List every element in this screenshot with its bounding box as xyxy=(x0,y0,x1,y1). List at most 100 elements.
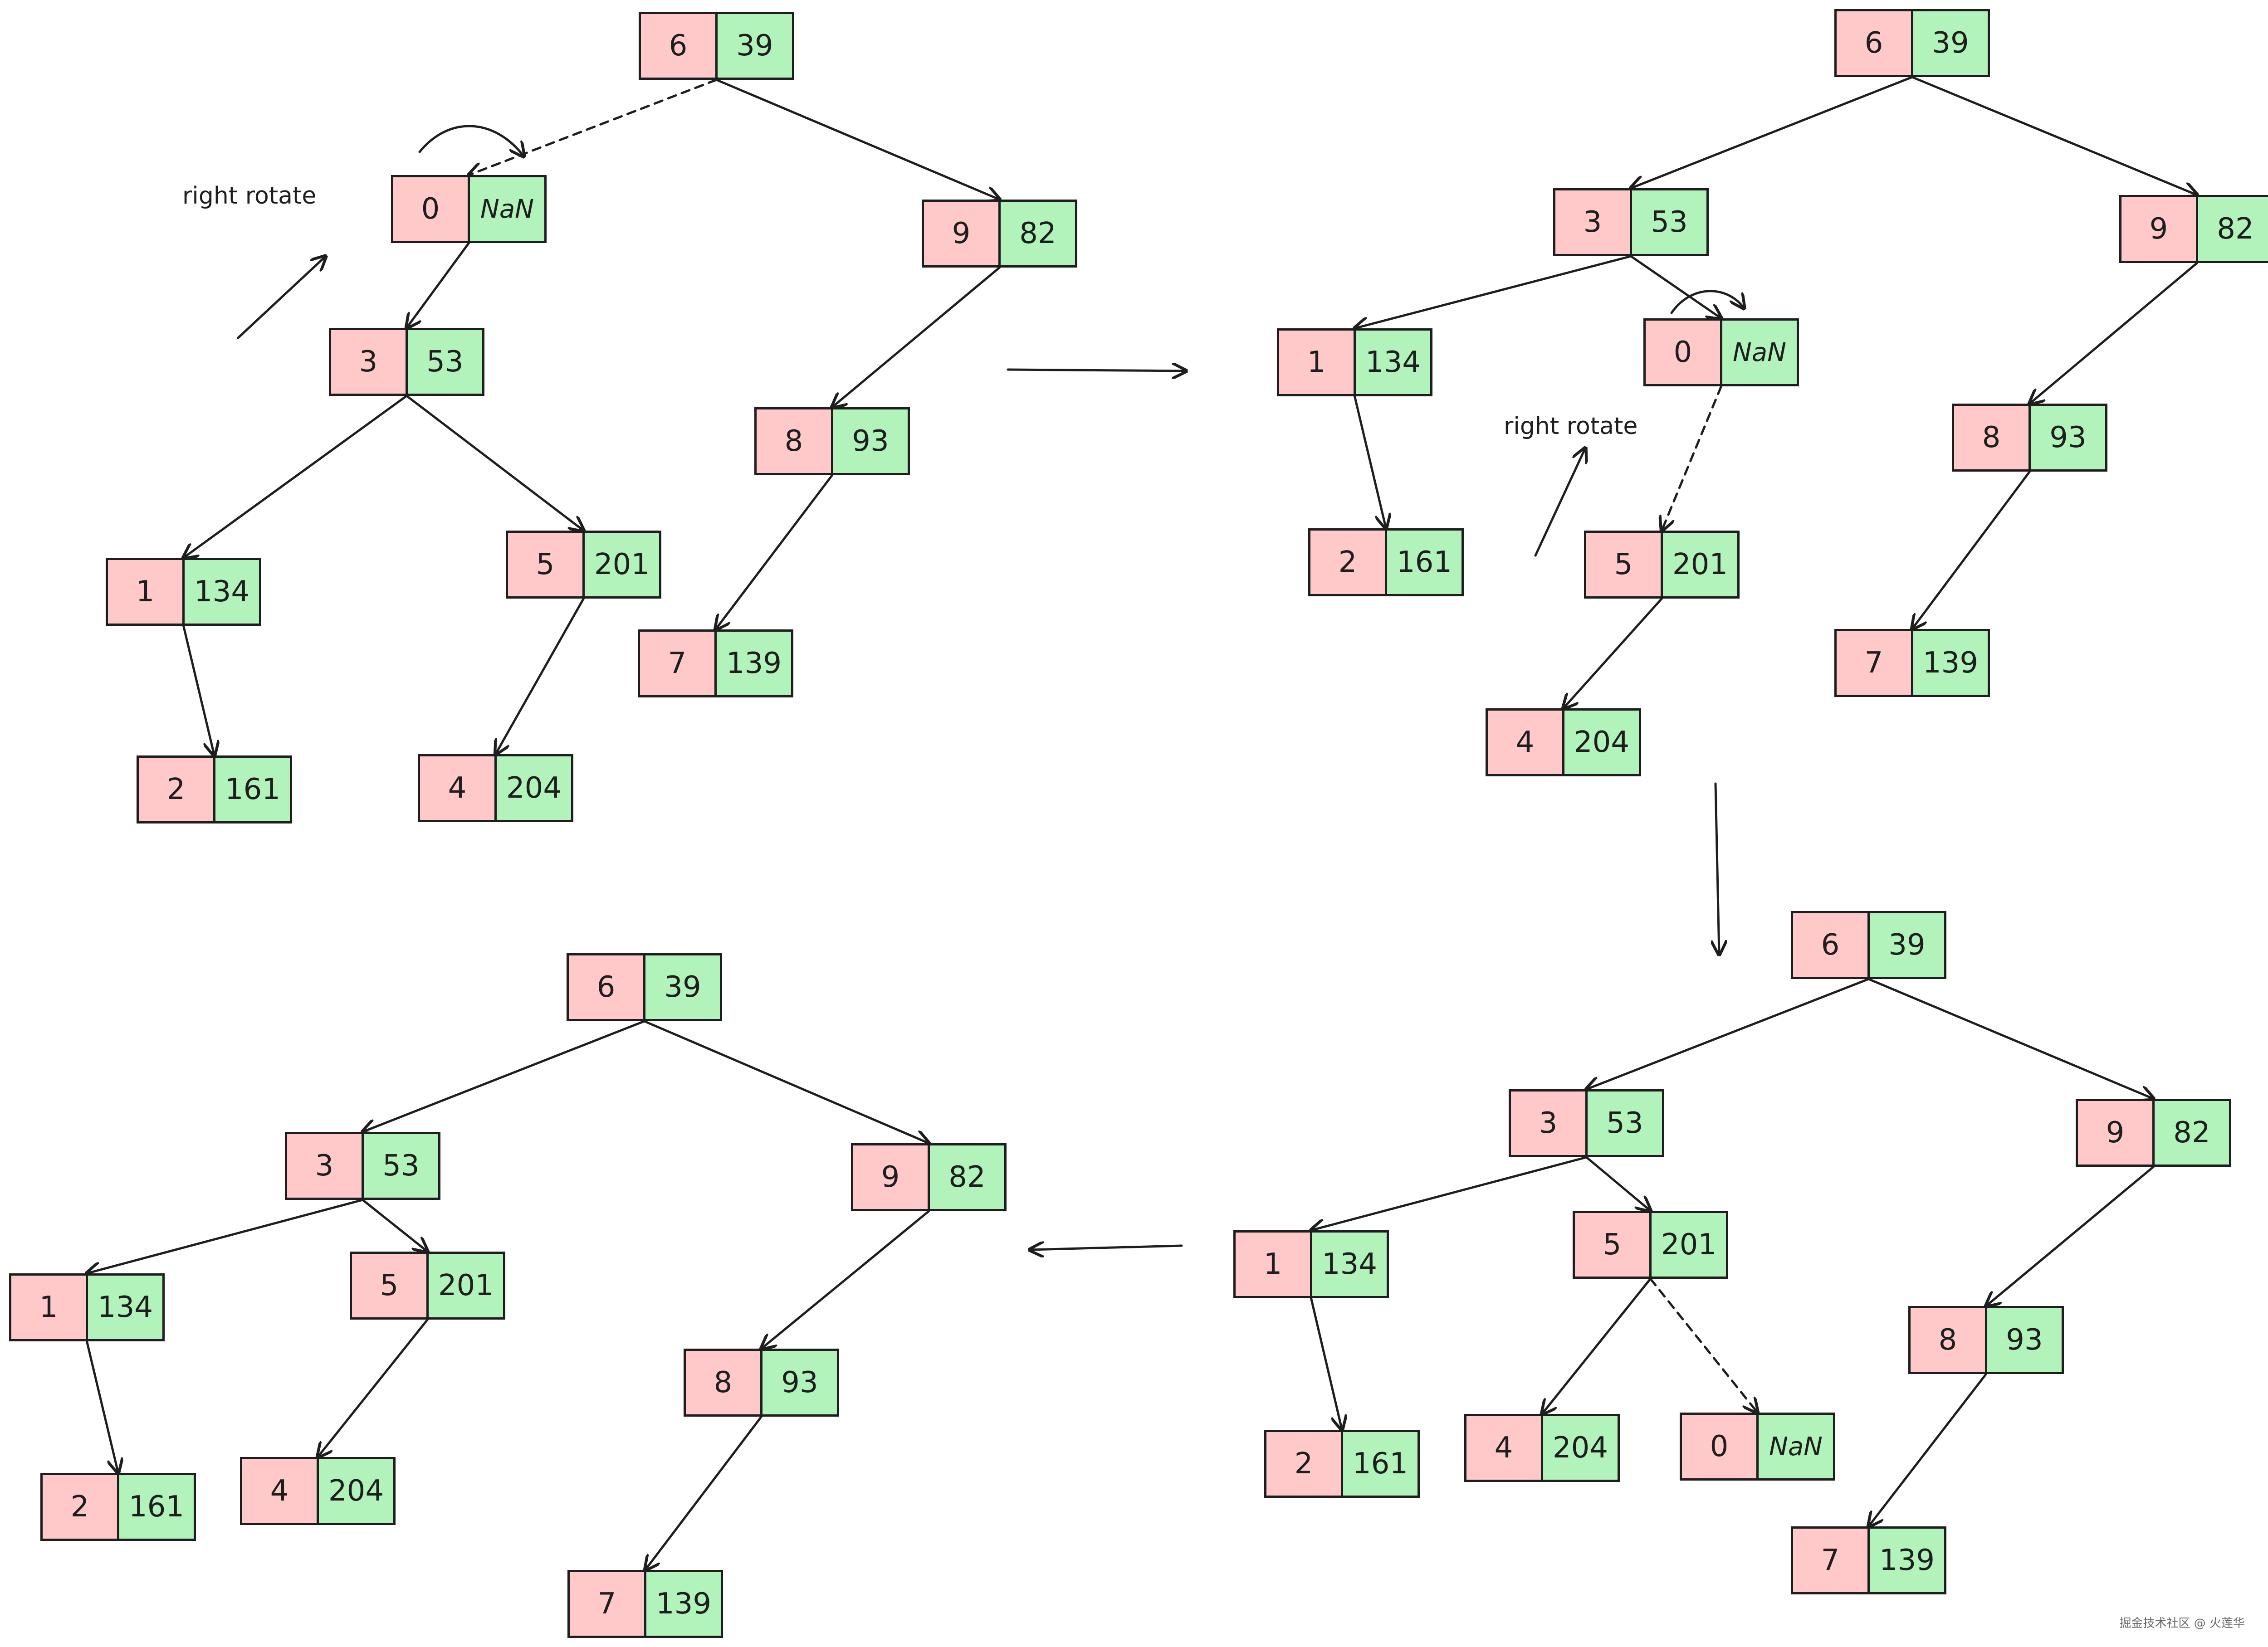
node-value: 82 xyxy=(2152,1099,2231,1167)
node-value: NaN xyxy=(468,175,547,243)
node-value: 204 xyxy=(317,1457,396,1525)
tree-edge xyxy=(469,78,718,175)
rotate-label-2: right rotate xyxy=(1504,413,1638,440)
tree-edge xyxy=(318,1318,429,1457)
node-key: 8 xyxy=(754,407,833,475)
node-value: 39 xyxy=(1911,9,1990,77)
node-value: 53 xyxy=(1630,188,1709,256)
tree-edge xyxy=(716,474,833,629)
node-key: 0 xyxy=(1680,1413,1759,1481)
node-key: 3 xyxy=(285,1132,364,1200)
node-key: 9 xyxy=(2119,195,2198,263)
tree-edge xyxy=(86,1340,118,1473)
node-value: 39 xyxy=(715,12,794,80)
node-key: 1 xyxy=(9,1273,88,1341)
node-key: 5 xyxy=(350,1252,429,1320)
node-value: 161 xyxy=(117,1473,196,1541)
tree-edge xyxy=(1630,255,1721,318)
node-value: 201 xyxy=(582,531,661,599)
node-value: NaN xyxy=(1720,318,1799,386)
rotation-curve-arrow xyxy=(1670,290,1744,314)
node-key: 9 xyxy=(922,200,1001,268)
rotate-indicator-arrow xyxy=(237,256,326,339)
transition-arrow xyxy=(1030,1246,1183,1250)
tree-edge xyxy=(1354,395,1386,528)
transition-arrow xyxy=(1007,370,1186,371)
node-key: 2 xyxy=(1264,1430,1343,1498)
node-key: 9 xyxy=(2076,1099,2155,1167)
rotate-indicator-arrow xyxy=(1534,448,1585,557)
tree-edge xyxy=(1986,1165,2155,1306)
node-key: 5 xyxy=(1584,531,1663,599)
tree-edge xyxy=(1912,470,2031,629)
node-key: 3 xyxy=(329,328,408,396)
node-value: 161 xyxy=(213,755,292,824)
node-value: 82 xyxy=(2196,195,2268,263)
tree-edge xyxy=(362,1199,428,1252)
tree-edge xyxy=(1662,385,1722,531)
node-value: 201 xyxy=(1649,1211,1728,1279)
node-key: 4 xyxy=(240,1457,319,1525)
node-key: 0 xyxy=(391,175,470,243)
node-key: 9 xyxy=(851,1143,930,1211)
tree-edge xyxy=(496,597,585,754)
node-value: 161 xyxy=(1341,1430,1420,1498)
node-value: NaN xyxy=(1756,1413,1835,1481)
node-value: 53 xyxy=(362,1132,440,1200)
node-value: 134 xyxy=(1354,328,1432,396)
node-value: 93 xyxy=(1985,1306,2064,1374)
node-value: 134 xyxy=(182,558,261,626)
tree-edge xyxy=(407,242,470,328)
tree-edge xyxy=(645,1415,763,1570)
node-value: 204 xyxy=(494,754,573,822)
tree-edge xyxy=(2030,262,2198,404)
tree-edge xyxy=(643,1020,929,1143)
node-key: 4 xyxy=(1486,708,1564,776)
node-value: 204 xyxy=(1562,708,1641,776)
tree-edge xyxy=(1542,1277,1652,1414)
tree-edge xyxy=(762,1210,930,1349)
tree-edge xyxy=(363,1020,645,1132)
node-key: 5 xyxy=(1573,1211,1652,1279)
node-value: 139 xyxy=(1911,629,1990,697)
node-key: 1 xyxy=(1233,1230,1312,1298)
tree-edge xyxy=(1311,1156,1588,1230)
rotation-curve-arrow xyxy=(418,125,524,156)
tree-edge xyxy=(406,395,584,531)
node-value: 134 xyxy=(86,1273,165,1341)
node-key: 2 xyxy=(137,755,215,824)
tree-edge xyxy=(1310,1297,1342,1430)
node-key: 2 xyxy=(40,1473,119,1541)
node-value: 82 xyxy=(928,1143,1007,1211)
watermark: 掘金技术社区 @ 火莲华 xyxy=(2119,1617,2245,1630)
node-key: 0 xyxy=(1643,318,1722,386)
tree-edge xyxy=(1869,1373,1987,1526)
node-key: 6 xyxy=(1834,9,1913,77)
node-value: 161 xyxy=(1385,528,1464,596)
